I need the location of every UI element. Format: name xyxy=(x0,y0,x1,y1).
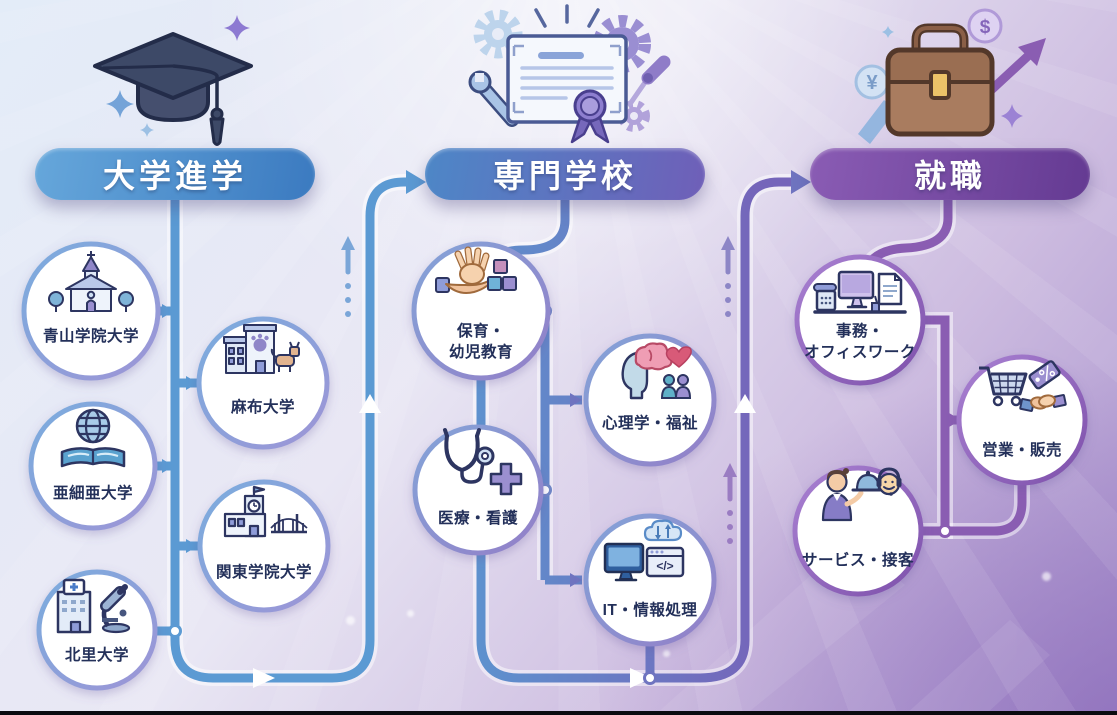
caring-hands-blocks-icon xyxy=(435,246,517,294)
mind-heart-people-icon xyxy=(621,342,692,400)
sparkle-icon xyxy=(224,15,250,41)
junction-dot xyxy=(643,671,657,685)
column-header-label: 専門学校 xyxy=(492,158,637,194)
sparkle-icon xyxy=(106,90,134,118)
svg-text:</>: </> xyxy=(656,559,673,573)
column-header-label: 大学進学 xyxy=(102,158,247,194)
node-circle-sales xyxy=(956,354,1088,486)
screwdriver-icon xyxy=(627,55,671,107)
gear-icon xyxy=(473,9,523,59)
sparkle-icon xyxy=(140,123,154,137)
certificate-icon xyxy=(468,4,671,144)
flow-arrows-university xyxy=(162,170,426,553)
node-label-service: サービス・接客 xyxy=(801,552,914,569)
briefcase-icon: ¥ $ xyxy=(854,8,1046,144)
campus-dog-icon xyxy=(223,324,300,374)
service-staff-icon xyxy=(821,467,902,522)
sparkle-icon xyxy=(1001,104,1023,128)
node-label-office: 事務・オフィスワーク xyxy=(804,323,916,361)
column-header-vocational: 専門学校 xyxy=(425,148,705,200)
sparkle-icon xyxy=(882,26,894,38)
hospital-microscope-icon xyxy=(56,578,131,634)
node-label-aoyama: 青山学院大学 xyxy=(42,328,139,345)
node-circle-kitasato xyxy=(36,569,158,691)
bottom-border-bar xyxy=(0,711,1117,715)
dollar-coin-icon: $ xyxy=(967,8,1003,44)
column-header-university: 大学進学 xyxy=(35,148,315,200)
node-label-sales: 営業・販売 xyxy=(981,442,1062,459)
column-header-employment: 就職 xyxy=(810,148,1090,200)
gear-icon xyxy=(618,100,650,132)
junction-dot xyxy=(168,624,182,638)
node-label-psychology: 心理学・福祉 xyxy=(601,415,698,432)
node-label-childcare: 保育・幼児教育 xyxy=(448,323,513,361)
bokeh-dot xyxy=(346,616,355,625)
computer-cloud-code-icon: </> xyxy=(603,519,685,582)
upgrade-arrow-icon xyxy=(721,236,735,317)
stethoscope-cross-icon xyxy=(443,428,523,496)
upgrade-arrow-icon xyxy=(723,463,737,544)
yen-coin-icon: ¥ xyxy=(854,64,890,100)
svg-text:¥: ¥ xyxy=(866,72,878,94)
node-label-kitasato: 北里大学 xyxy=(64,647,129,664)
cart-tag-handshake-icon xyxy=(979,360,1067,412)
graduation-cap-icon xyxy=(93,15,253,146)
globe-book-icon xyxy=(60,408,126,468)
column-header-label: 就職 xyxy=(913,158,986,194)
office-desk-icon xyxy=(813,270,907,314)
svg-text:$: $ xyxy=(980,17,991,38)
flow-arrows-employment xyxy=(949,413,961,427)
bokeh-dot xyxy=(407,610,414,617)
node-label-medical: 医療・看護 xyxy=(437,510,518,527)
node-label-it: IT・情報処理 xyxy=(602,602,698,619)
flow-markers-vocational xyxy=(630,394,756,688)
junction-dot xyxy=(938,524,952,538)
upgrade-arrow-icon xyxy=(341,236,355,317)
church-icon xyxy=(48,251,134,312)
wrench-icon xyxy=(468,70,519,127)
flow-arrows-vocational xyxy=(570,170,811,587)
node-circle-medical xyxy=(412,424,544,556)
node-label-azabu: 麻布大学 xyxy=(230,399,295,416)
node-label-kanto-gakuin: 関東学院大学 xyxy=(215,564,312,581)
node-circle-psychology xyxy=(583,333,717,467)
node-circle-asia xyxy=(28,401,158,531)
bokeh-dot xyxy=(663,650,670,657)
bokeh-dot xyxy=(1042,572,1051,581)
school-bridge-icon xyxy=(223,485,308,538)
node-label-asia: 亜細亜大学 xyxy=(52,485,133,502)
flow-markers-university xyxy=(253,394,381,688)
